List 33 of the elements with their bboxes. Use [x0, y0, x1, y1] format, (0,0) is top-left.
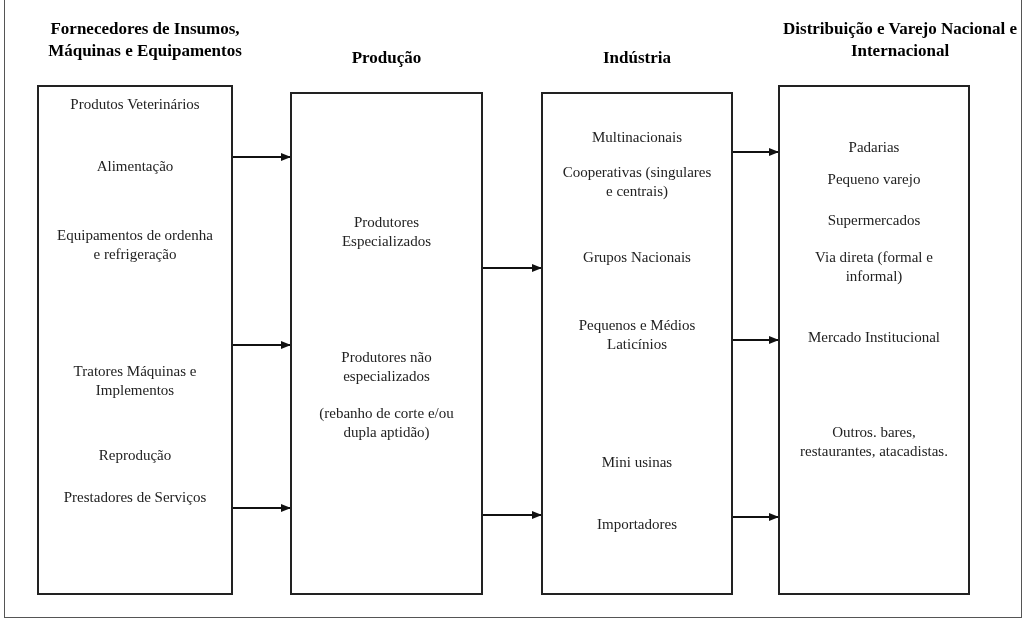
actor-label: Pequenos e Médios Laticínios: [577, 316, 697, 354]
actor-label: (rebanho de corte e/ou dupla aptidão): [318, 404, 455, 442]
arrow: [482, 511, 542, 519]
actor-label: Mini usinas: [600, 453, 674, 472]
column-heading: Distribuição e Varejo Nacional e Internacional: [782, 18, 1018, 62]
actor-label: Supermercados: [826, 211, 922, 230]
actor-label: Alimentação: [95, 157, 175, 176]
actor-label: Outros. bares, restaurantes, atacadistas.: [799, 423, 949, 461]
actor-label: Tratores Máquinas e Implementos: [72, 362, 198, 400]
actor-label: Mercado Institucional: [806, 328, 941, 347]
column-heading: Indústria: [602, 47, 672, 69]
actor-label: Multinacionais: [591, 128, 683, 147]
actor-label: Produtos Veterinários: [69, 95, 201, 114]
actor-label: Reprodução: [97, 446, 173, 465]
actor-label: Importadores: [596, 515, 678, 534]
arrow: [232, 153, 291, 161]
actor-label: Padarias: [847, 138, 901, 157]
arrow: [482, 264, 542, 272]
actor-label: Pequeno varejo: [826, 170, 922, 189]
actor-label: Produtores não especializados: [340, 348, 433, 386]
column-heading: Produção: [350, 47, 423, 69]
arrow: [232, 504, 291, 512]
actor-label: Equipamentos de ordenha e refrigeração: [56, 226, 214, 264]
actor-label: Via direta (formal e informal): [814, 248, 934, 286]
actor-label: Cooperativas (singulares e centrais): [562, 163, 712, 201]
arrow: [732, 513, 779, 521]
actor-label: Grupos Nacionais: [582, 248, 692, 267]
actor-label: Produtores Especializados: [340, 213, 433, 251]
arrow: [732, 336, 779, 344]
arrow: [732, 148, 779, 156]
arrow: [232, 341, 291, 349]
column-heading: Fornecedores de Insumos, Máquinas e Equipamentos: [47, 18, 243, 62]
actor-label: Prestadores de Serviços: [62, 488, 208, 507]
